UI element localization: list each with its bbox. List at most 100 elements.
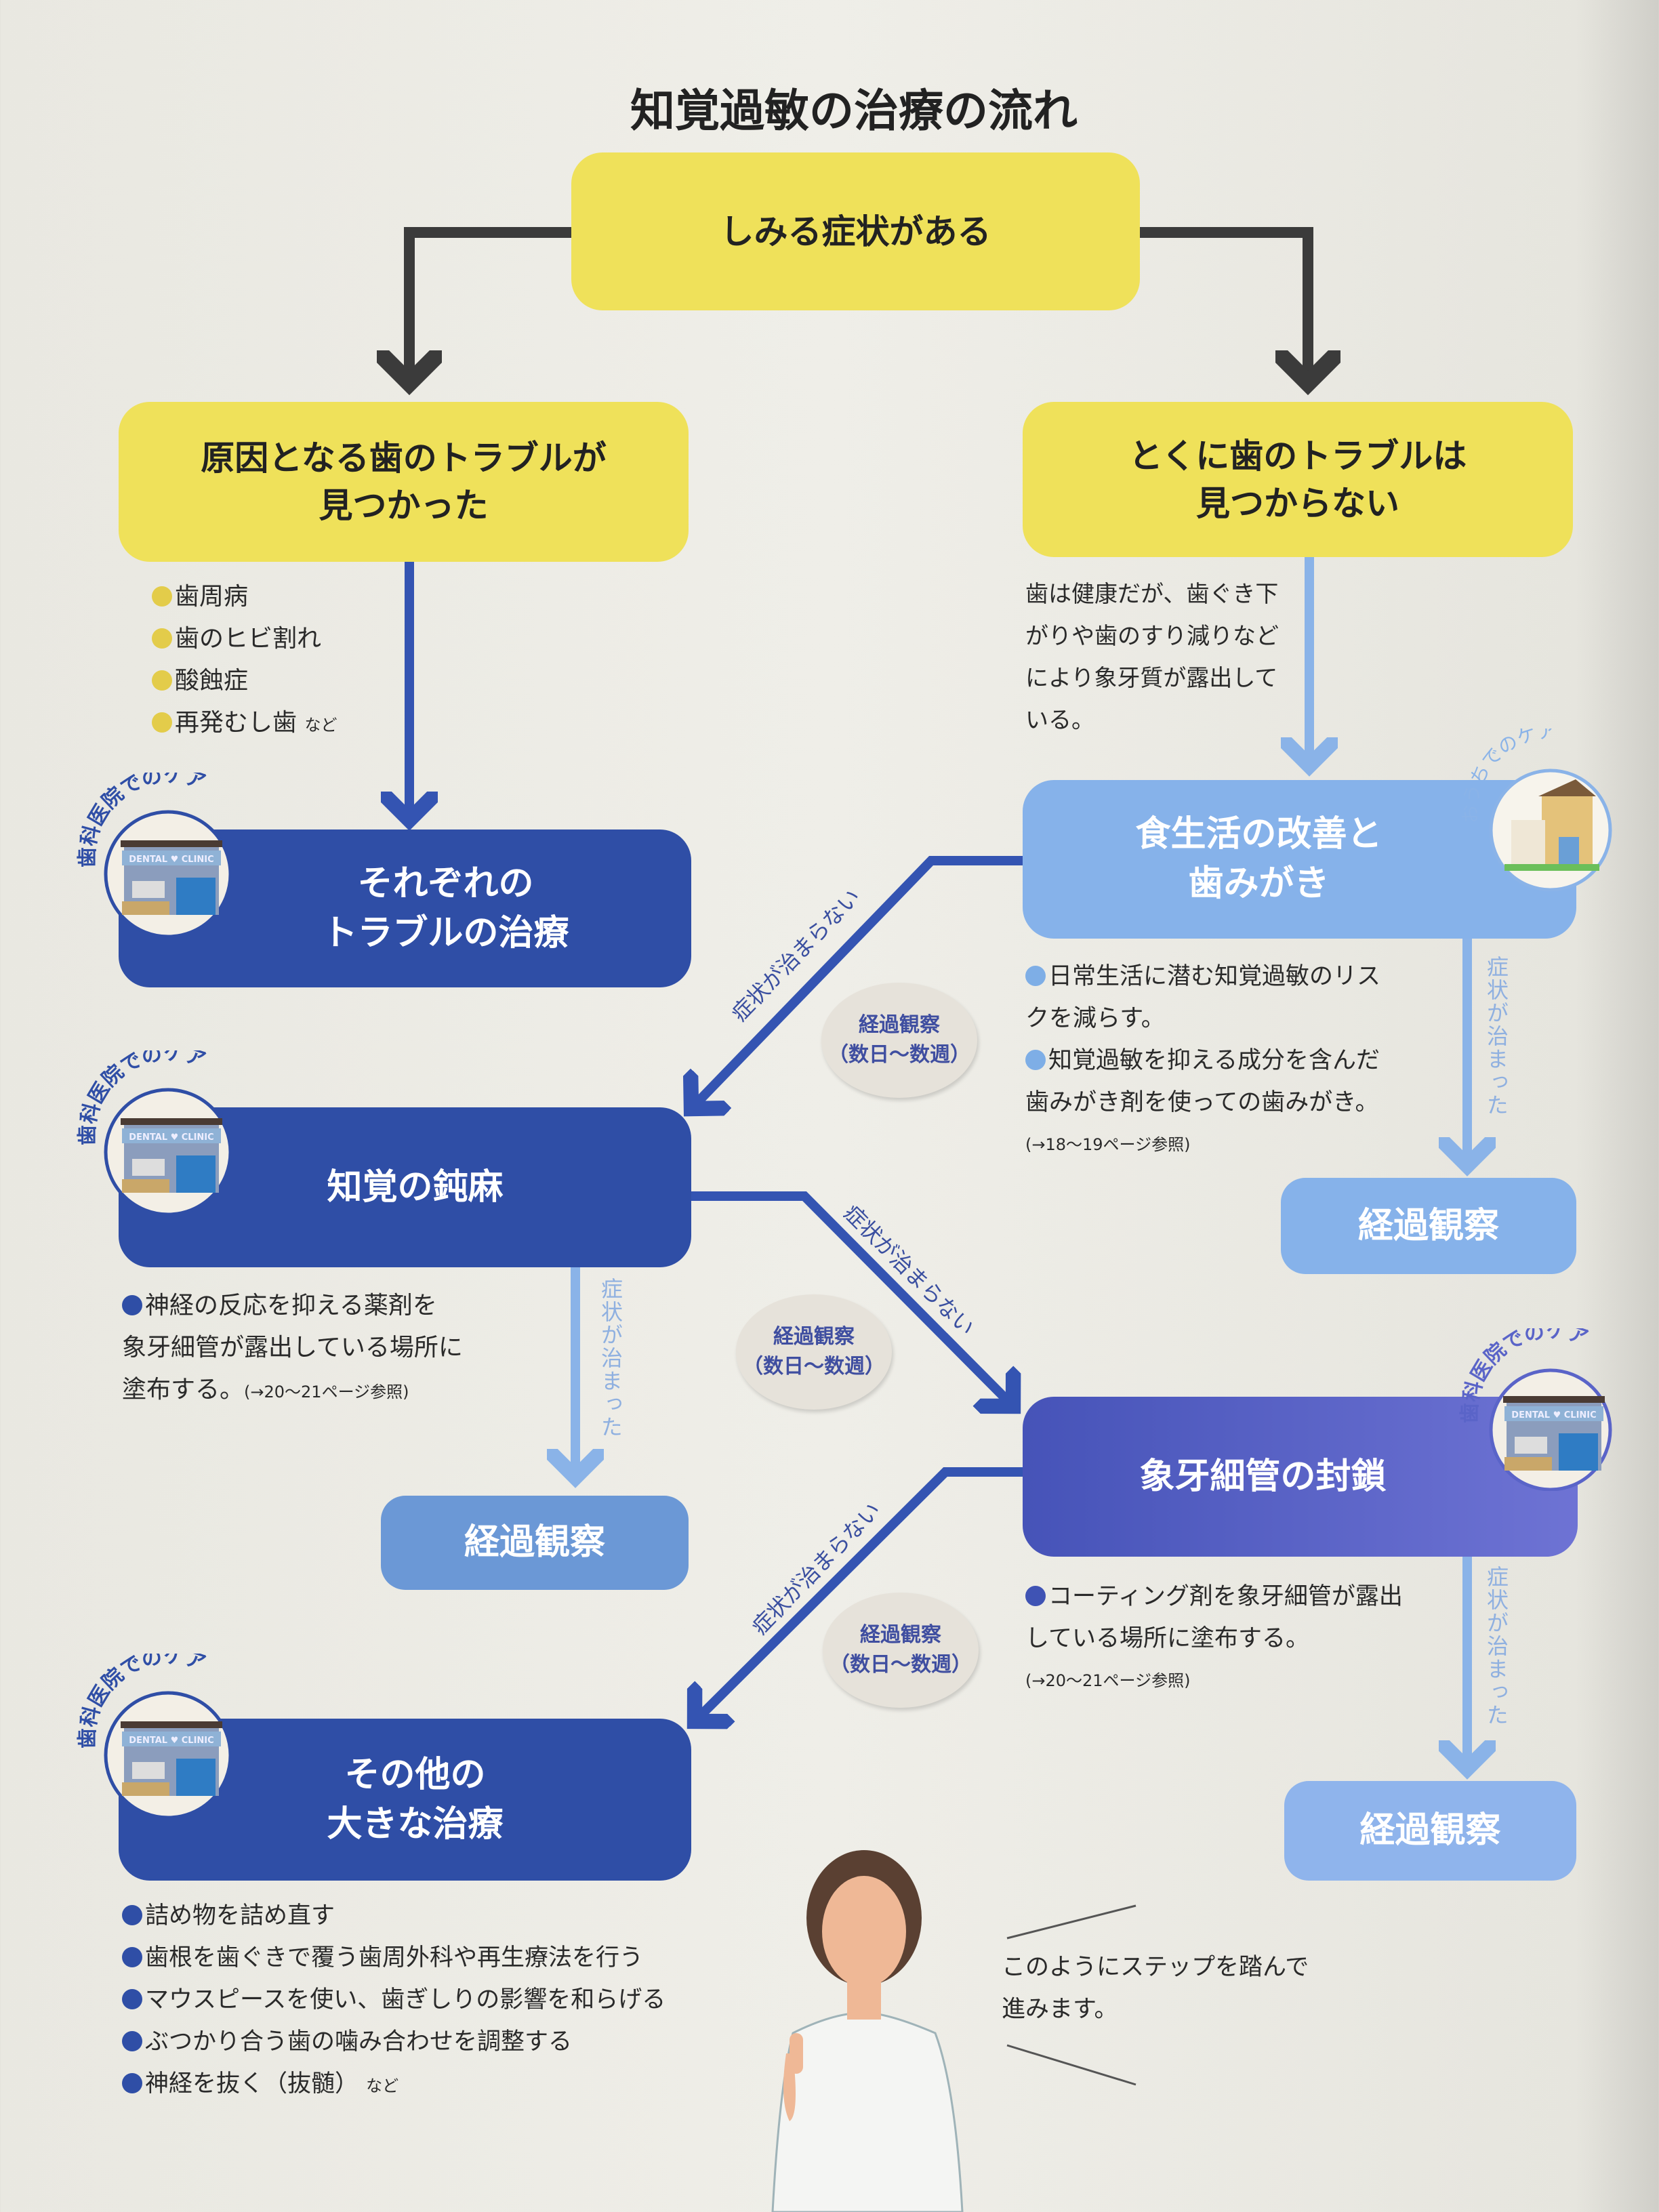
home-house-icon: おうちでのケア — [1459, 729, 1612, 891]
bubble-text: 経過観察 — [860, 1623, 941, 1647]
node-trouble-not-found: とくに歯のトラブルは見つからない — [1023, 402, 1573, 557]
bullet-icon — [122, 1295, 142, 1315]
clinic-sign: DENTAL ♥ CLINIC — [1511, 1410, 1596, 1420]
node-label: 知覚の鈍麻 — [327, 1166, 504, 1208]
suffix: など — [304, 716, 337, 735]
node-tubule-sealing: 象牙細管の封鎖 — [1023, 1397, 1578, 1557]
doctor-illustration — [771, 1850, 964, 2212]
page-reference: (→20〜21ページ参照) — [1025, 1671, 1191, 1690]
found-causes-list: 歯周病 歯のヒビ割れ 酸蝕症 再発むし歯 など — [152, 576, 337, 746]
clinic-sign: DENTAL ♥ CLINIC — [129, 1132, 213, 1143]
list-text: マウスピースを使い、歯ぎしりの影響を和らげる — [145, 1986, 666, 2013]
desc-text: コーティング剤を象牙細管が露出 — [1048, 1583, 1403, 1610]
desc-text: 塗布する。 — [122, 1376, 245, 1404]
diet-description: 日常生活に潜む知覚過敏のリス クを減らす。 知覚過敏を抑える成分を含んだ 歯みが… — [1025, 956, 1380, 1166]
list-text: 再発むし歯 — [175, 709, 298, 737]
node-label: とくに歯のトラブルは — [1128, 436, 1467, 476]
bullet-icon — [122, 2073, 142, 2093]
sealing-description: コーティング剤を象牙細管が露出 している場所に塗布する。 (→20〜21ページ参… — [1025, 1576, 1403, 1702]
observation-bubble: 経過観察 （数日〜数週） — [823, 1593, 979, 1708]
arrow-diet-numb — [691, 856, 1023, 1109]
desc-line: 神経の反応を抑える薬剤を — [122, 1285, 463, 1327]
desc-line: 歯は健康だが、歯ぐき下 — [1025, 581, 1279, 608]
resolved-label: 症状が治まった — [1483, 1565, 1509, 1727]
bullet-icon — [122, 1947, 142, 1967]
desc-line: 塗布する。(→20〜21ページ参照) — [122, 1369, 463, 1413]
desc-line: いる。 — [1025, 707, 1094, 734]
list-text: 歯周病 — [175, 583, 249, 611]
node-label: 象牙細管の封鎖 — [1139, 1456, 1387, 1497]
bubble-text: 経過観察 — [859, 1013, 940, 1037]
list-item: 再発むし歯 など — [152, 702, 337, 746]
desc-line: 歯みがき剤を使っての歯みがき。 — [1025, 1089, 1379, 1116]
suffix: など — [366, 2076, 399, 2095]
bullet-icon — [122, 1989, 142, 2009]
list-item: 神経を抜く（抜髄） など — [122, 2063, 665, 2107]
dental-clinic-icon: 歯科医院でのケア DENTAL ♥ CLINIC — [76, 773, 232, 935]
desc-line: 知覚過敏を抑える成分を含んだ — [1025, 1040, 1380, 1082]
dental-clinic-icon: 歯科医院でのケア DENTAL ♥ CLINIC — [76, 1654, 232, 1816]
node-label: しみる症状がある — [720, 211, 991, 251]
bullet-icon — [122, 2031, 142, 2051]
bullet-icon — [1025, 1050, 1046, 1070]
list-text: 歯根を歯ぐきで覆う歯周外科や再生療法を行う — [145, 1944, 644, 1971]
doctor-speech: このようにステップを踏んで 進みます。 — [1002, 1946, 1309, 2030]
desc-text: 知覚過敏を抑える成分を含んだ — [1048, 1047, 1380, 1074]
bullet-icon — [152, 628, 172, 649]
bullet-icon — [1025, 1586, 1046, 1606]
bubble-text: （数日〜数週） — [828, 1043, 970, 1067]
desc-line: 象牙細管が露出している場所に — [122, 1334, 463, 1361]
node-label: それぞれの — [357, 863, 534, 904]
node-observe-2: 経過観察 — [381, 1496, 689, 1590]
desc-line: コーティング剤を象牙細管が露出 — [1025, 1576, 1403, 1618]
list-text: 酸蝕症 — [175, 667, 249, 695]
node-observe-3: 経過観察 — [1284, 1781, 1576, 1881]
node-label: トラブルの治療 — [322, 912, 569, 954]
list-text: 詰め物を詰め直す — [145, 1902, 335, 1929]
list-item: マウスピースを使い、歯ぎしりの影響を和らげる — [122, 1979, 665, 2021]
bullet-icon — [152, 670, 172, 691]
node-label: 見つかった — [319, 486, 489, 525]
desc-text: 日常生活に潜む知覚過敏のリス — [1048, 963, 1381, 990]
node-trouble-found: 原因となる歯のトラブルが見つかった — [119, 402, 689, 562]
bullet-icon — [1025, 966, 1046, 986]
list-item: 詰め物を詰め直す — [122, 1895, 665, 1937]
dental-clinic-icon: 歯科医院でのケア DENTAL ♥ CLINIC — [1458, 1328, 1612, 1491]
list-text: 歯のヒビ割れ — [175, 625, 322, 653]
list-item: 歯根を歯ぐきで覆う歯周外科や再生療法を行う — [122, 1937, 665, 1979]
clinic-sign: DENTAL ♥ CLINIC — [129, 855, 213, 865]
desc-line: している場所に塗布する。 — [1025, 1625, 1309, 1652]
dental-clinic-icon: 歯科医院でのケア DENTAL ♥ CLINIC — [76, 1050, 232, 1213]
observation-bubble: 経過観察（数日〜数週） — [736, 1294, 892, 1410]
not-found-description: 歯は健康だが、歯ぐき下 がりや歯のすり減りなど により象牙質が露出して いる。 — [1025, 573, 1279, 741]
list-text: 神経を抜く（抜髄） — [145, 2070, 359, 2097]
arrow-numb-seal — [691, 1191, 1013, 1406]
node-label: 見つからない — [1196, 483, 1399, 523]
node-label: 食生活の改善と — [1135, 814, 1382, 855]
arrow-start-left — [409, 227, 571, 383]
desc-line: により象牙質が露出して — [1025, 665, 1278, 692]
node-label: 経過観察 — [464, 1522, 605, 1563]
desc-line: 日常生活に潜む知覚過敏のリス — [1025, 956, 1380, 998]
bubble-text: 経過観察 — [773, 1325, 855, 1349]
node-label: その他の — [344, 1754, 486, 1795]
node-label: 経過観察 — [1359, 1810, 1501, 1851]
bullet-icon — [152, 586, 172, 607]
desc-line: がりや歯のすり減りなど — [1025, 623, 1279, 650]
desc-line: クを減らす。 — [1025, 1005, 1165, 1032]
list-item: 歯のヒビ割れ — [152, 618, 337, 660]
node-diet-brushing: 食生活の改善と歯みがき — [1023, 780, 1576, 939]
node-symptom: しみる症状がある — [571, 152, 1140, 310]
desc-text: 神経の反応を抑える薬剤を — [145, 1292, 437, 1319]
node-label: 大きな治療 — [327, 1803, 504, 1845]
arrow-start-right — [1140, 227, 1308, 383]
desensitization-description: 神経の反応を抑える薬剤を 象牙細管が露出している場所に 塗布する。(→20〜21… — [122, 1285, 463, 1413]
node-label: 経過観察 — [1357, 1205, 1499, 1246]
list-item: 酸蝕症 — [152, 660, 337, 702]
list-item: ぶつかり合う歯の噛み合わせを調整する — [122, 2021, 665, 2063]
resolved-label: 症状が治まった — [598, 1277, 623, 1439]
node-label: 歯みがき — [1188, 863, 1330, 904]
bubble-text: （数日〜数週） — [830, 1653, 972, 1677]
other-treatment-list: 詰め物を詰め直す 歯根を歯ぐきで覆う歯周外科や再生療法を行う マウスピースを使い… — [122, 1895, 665, 2107]
